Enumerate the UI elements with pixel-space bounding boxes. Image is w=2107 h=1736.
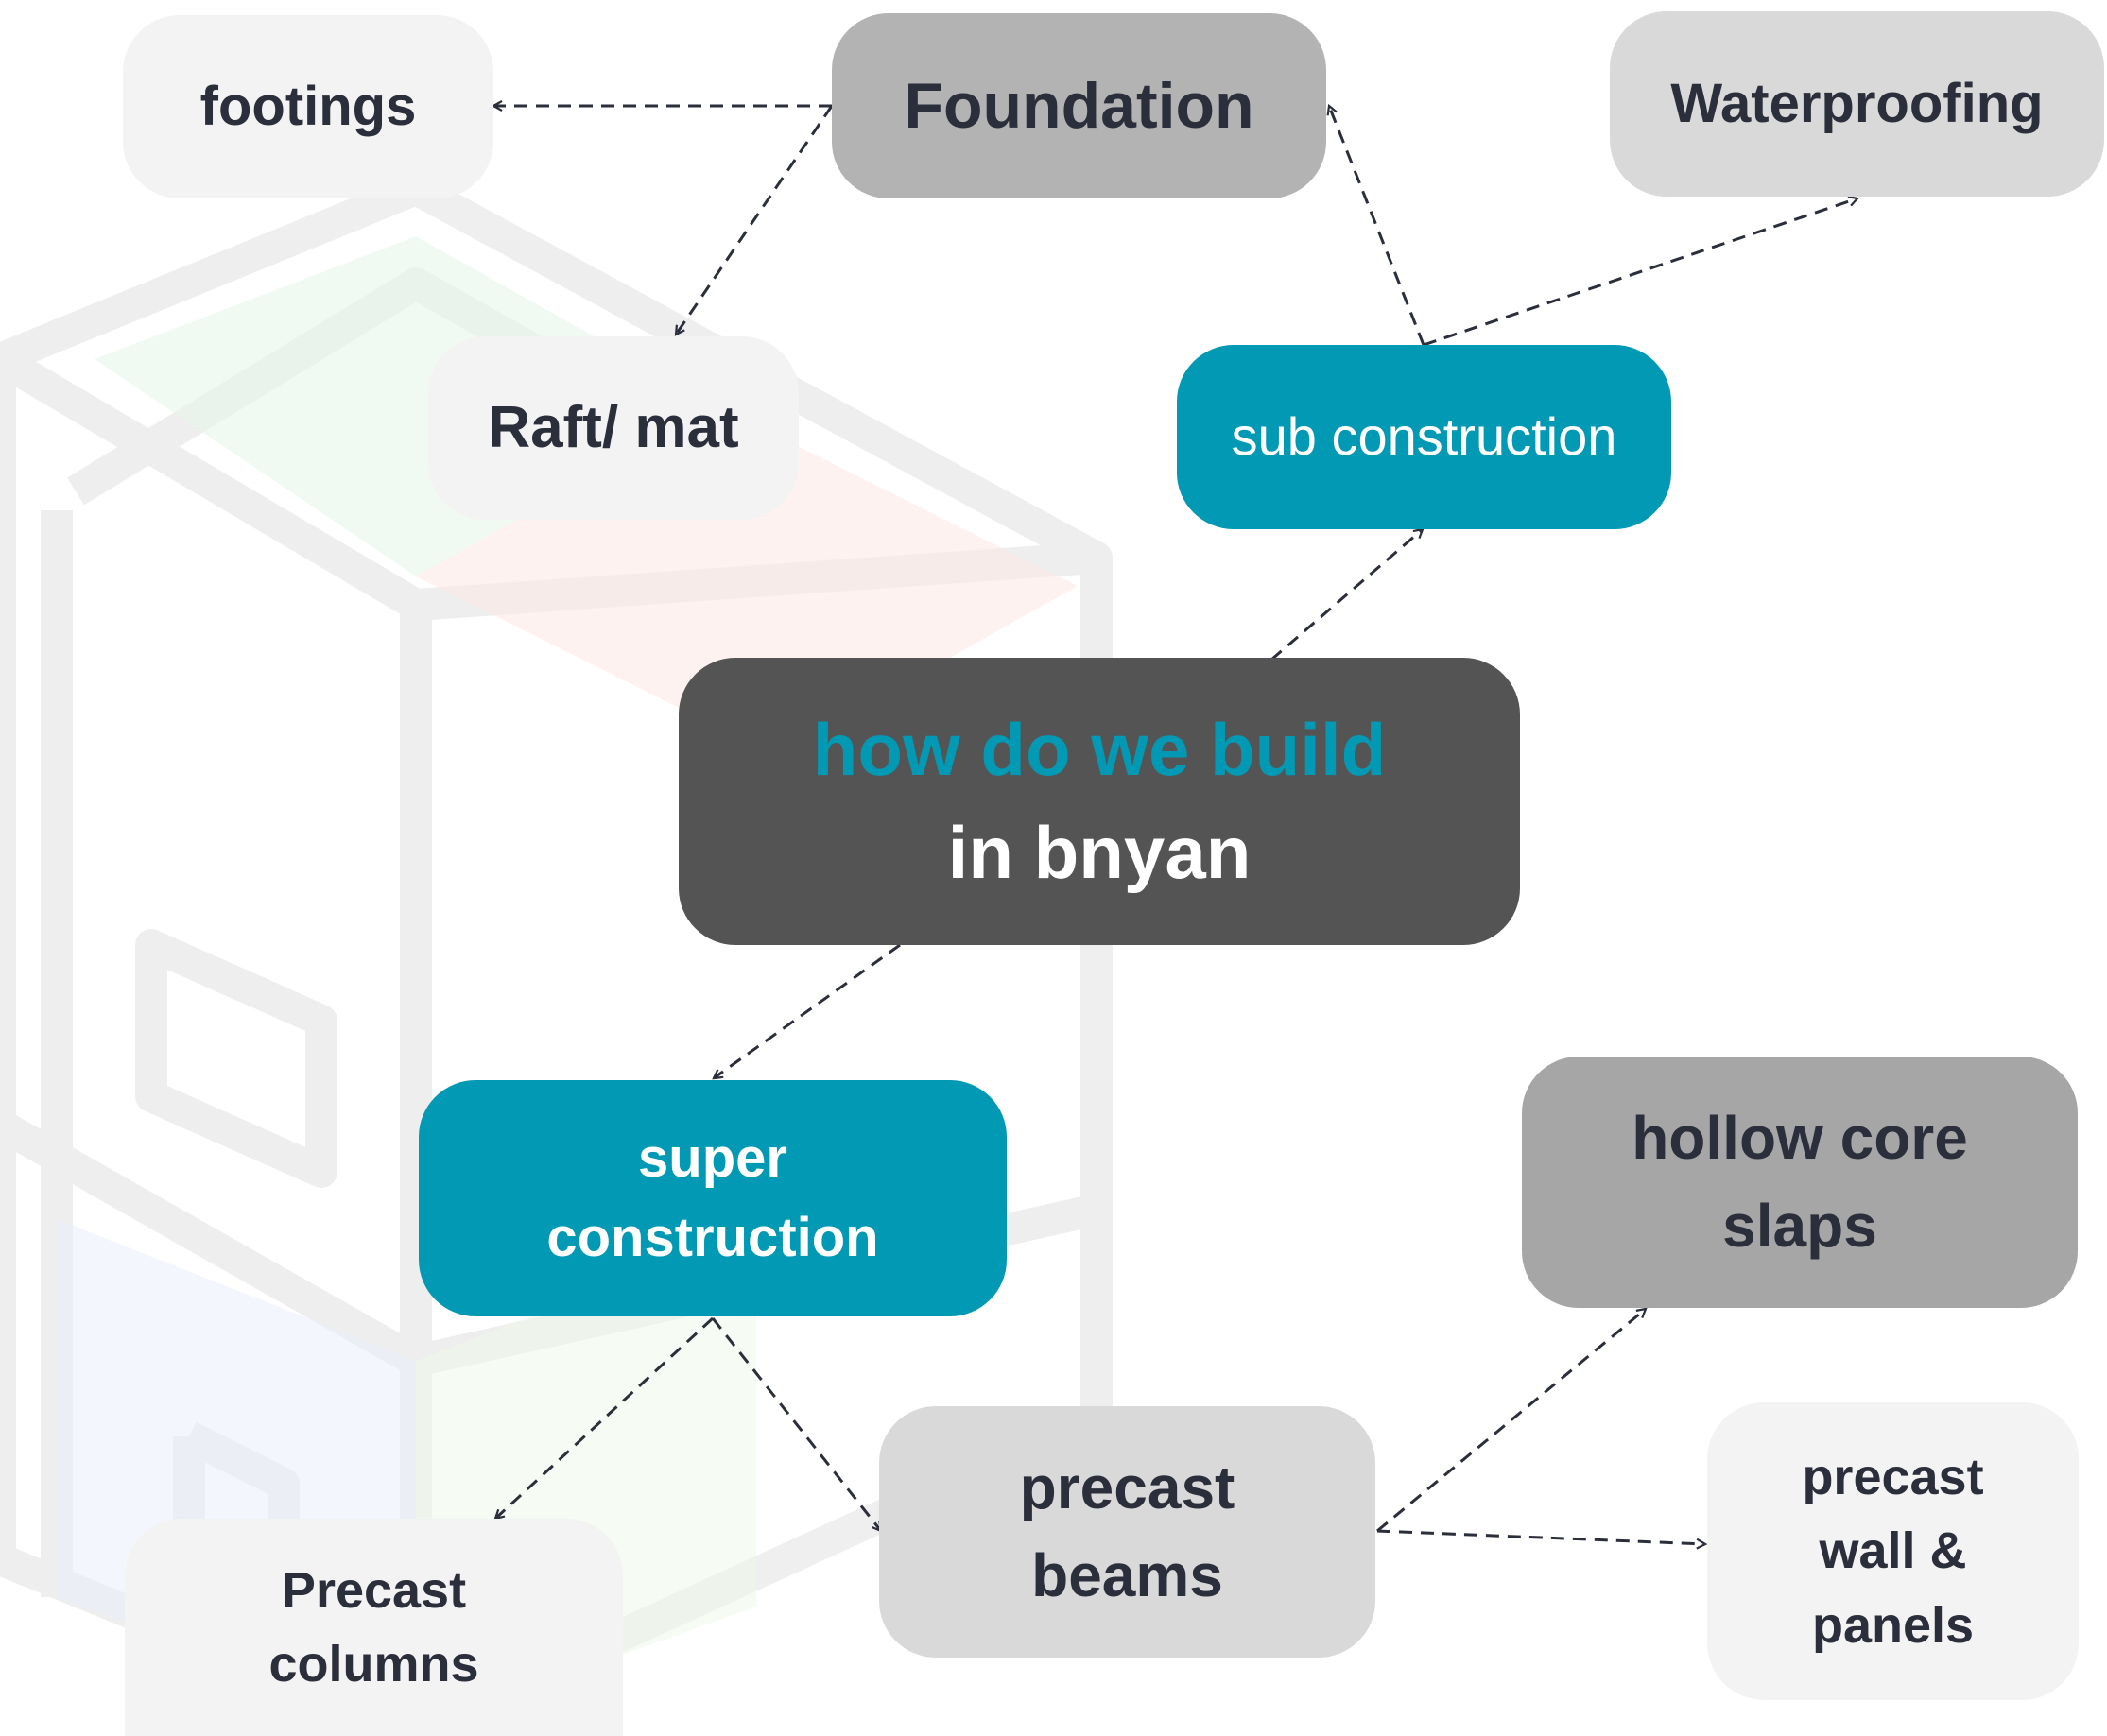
edge-sub-construction-to-foundation (1329, 106, 1425, 346)
edge-super-construction-to-precast-beams (711, 1317, 881, 1531)
node-precast-wall-line-3: panels (1811, 1596, 1975, 1654)
node-super-construction-line-2: construction (546, 1207, 879, 1268)
node-raft-mat: Raft/ mat (428, 336, 799, 520)
node-precast-beams-line-2: beams (1031, 1541, 1223, 1609)
node-precast-columns-line-2: columns (268, 1636, 479, 1693)
node-waterproofing-label: Waterproofing (1670, 73, 2044, 135)
node-waterproofing: Waterproofing (1610, 11, 2104, 197)
node-footings: footings (123, 15, 493, 198)
node-footings-label: footings (199, 76, 417, 138)
edge-foundation-to-raft (676, 105, 834, 335)
node-super-construction: super construction (419, 1080, 1007, 1316)
node-sub-construction-label: sub construction (1231, 406, 1617, 467)
node-raft-mat-label: Raft/ mat (488, 394, 739, 460)
node-hollow-core-line-1: hollow core (1632, 1104, 1968, 1173)
edge-center-to-sub-construction (1270, 529, 1423, 662)
edge-super-construction-to-precast-columns (495, 1316, 715, 1519)
node-super-construction-line-1: super (638, 1126, 787, 1189)
central-title-box: how do we build in bnyan (679, 658, 1520, 945)
node-precast-wall-line-1: precast (1802, 1449, 1984, 1506)
node-precast-wall-panels: precast wall & panels (1707, 1402, 2079, 1700)
edge-precast-beams-to-hollow-core (1376, 1309, 1646, 1533)
node-hollow-core-line-2: slaps (1722, 1192, 1877, 1260)
node-hollow-core-slaps: hollow core slaps (1522, 1057, 2078, 1308)
edge-sub-construction-to-waterproofing (1423, 198, 1857, 347)
node-foundation: Foundation (832, 13, 1326, 198)
node-precast-wall-line-2: wall & (1819, 1522, 1967, 1580)
edge-center-to-super-construction (714, 943, 901, 1078)
central-title-line-2: in bnyan (947, 811, 1252, 894)
node-foundation-label: Foundation (904, 69, 1254, 142)
node-precast-beams-line-1: precast (1019, 1453, 1235, 1522)
edge-precast-beams-to-precast-wall (1376, 1529, 1705, 1544)
node-sub-construction: sub construction (1177, 345, 1671, 529)
node-precast-beams: precast beams (879, 1406, 1375, 1658)
node-precast-columns-line-1: Precast (281, 1561, 467, 1619)
central-title-line-1: how do we build (812, 707, 1387, 791)
node-precast-columns: Precast columns (125, 1519, 623, 1736)
